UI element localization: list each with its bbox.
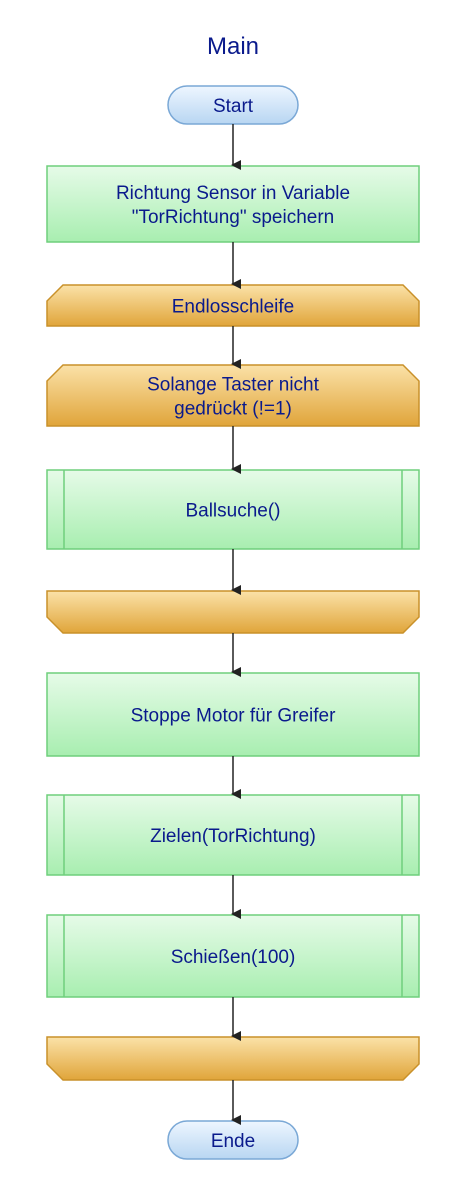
diagram-title: Main xyxy=(207,33,259,60)
loop-start-block[interactable] xyxy=(46,364,420,427)
subroutine-block[interactable] xyxy=(46,914,420,998)
subroutine-block-text-line: Zielen(TorRichtung) xyxy=(150,826,316,847)
start-terminal-label: Start xyxy=(213,96,254,117)
process-block-text-line: "TorRichtung" speichern xyxy=(132,207,335,228)
loop-end-shape xyxy=(46,590,420,634)
start-terminal[interactable]: Start xyxy=(167,85,299,125)
process-block[interactable] xyxy=(46,672,420,757)
end-terminal-label: Ende xyxy=(211,1131,255,1152)
loop-end-block[interactable] xyxy=(46,1036,420,1081)
subroutine-block-text-line: Ballsuche() xyxy=(185,501,280,522)
loop-end-block[interactable] xyxy=(46,590,420,634)
end-terminal[interactable]: Ende xyxy=(167,1120,299,1160)
loop-start-text-line: gedrückt (!=1) xyxy=(174,399,292,420)
subroutine-shape xyxy=(46,914,420,998)
loop-start-block[interactable] xyxy=(46,284,420,327)
process-block-text-line: Stoppe Motor für Greifer xyxy=(131,706,337,727)
loop-start-shape xyxy=(46,284,420,327)
loop-start-text-line: Solange Taster nicht xyxy=(147,375,320,396)
loop-end-shape xyxy=(46,1036,420,1081)
process-shape xyxy=(46,672,420,757)
process-shape xyxy=(46,165,420,243)
loop-start-shape xyxy=(46,364,420,427)
process-block[interactable] xyxy=(46,165,420,243)
process-block-text-line: Richtung Sensor in Variable xyxy=(116,183,350,204)
subroutine-block-text-line: Schießen(100) xyxy=(171,947,296,968)
loop-start-text-line: Endlosschleife xyxy=(172,297,295,318)
